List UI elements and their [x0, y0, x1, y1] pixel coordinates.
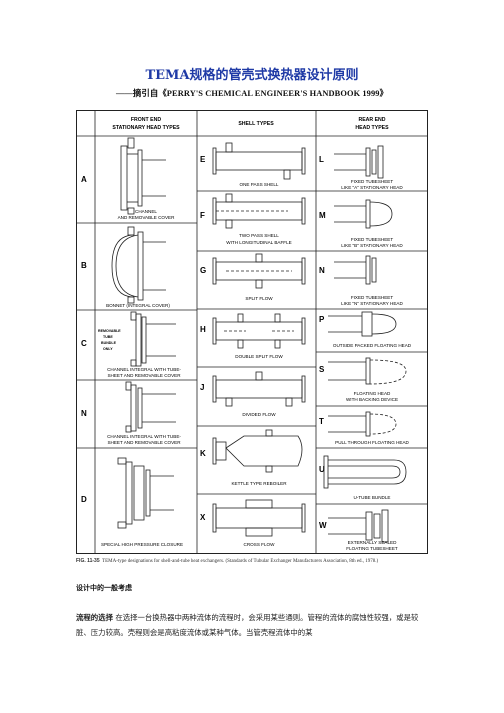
front-a-label-2: AND REMOVABLE COVER [118, 215, 176, 220]
rear-n-drawing [334, 255, 377, 285]
rear-m-label: FIXED TUBESHEET [351, 237, 393, 242]
figure-caption: FIG. 11-35 TEMA-type designations for sh… [76, 558, 428, 564]
rear-w-label-2: FLOATING TUBESHEET [346, 546, 398, 551]
paragraph-text: 在选择一台换热器中两种流体的流程时，会采用某些通则。管程的流体的腐蚀性较强，或是… [76, 613, 419, 637]
front-a-drawing [120, 137, 166, 215]
rear-u-label: U-TUBE BUNDLE [353, 495, 390, 500]
shell-f-label-2: WITH LONGITUDINAL BAFFLE [226, 240, 291, 245]
rear-p-label: OUTSIDE PACKED FLOATING HEAD [333, 343, 412, 348]
rear-letter-u: U [319, 465, 325, 474]
rear-letter-l: L [319, 155, 324, 164]
paragraph-lead: 流程的选择 [76, 613, 113, 622]
shell-k-label: KETTLE TYPE REBOILER [231, 481, 287, 486]
shell-j-label: DIVIDED FLOW [242, 412, 276, 417]
front-c-note-3: BUNDLE [101, 341, 117, 345]
section-paragraph: 流程的选择 在选择一台换热器中两种流体的流程时，会采用某些通则。管程的流体的腐蚀… [76, 610, 430, 640]
front-c-note: REMOVABLE [98, 329, 121, 333]
front-b-drawing [111, 226, 166, 304]
front-letter-n: N [81, 409, 87, 418]
front-n-drawing [125, 381, 176, 433]
front-c-drawing [130, 311, 176, 367]
rear-header-2: HEAD TYPES [355, 125, 389, 131]
rear-u-drawing [323, 455, 407, 489]
rear-s-drawing [328, 357, 407, 385]
section-heading: 设计中的一般考虑 [76, 583, 132, 592]
rear-w-drawing [328, 509, 389, 543]
tema-figure: FRONT END STATIONARY HEAD TYPES SHELL TY… [76, 110, 428, 554]
shell-h-drawing [212, 313, 306, 349]
front-d-label: SPECIAL HIGH PRESSURE CLOSURE [101, 542, 183, 547]
front-letter-a: A [81, 175, 87, 184]
rear-t-drawing [328, 411, 397, 437]
rear-s-label: FLOATING HEAD [354, 391, 391, 396]
shell-k-drawing [212, 429, 303, 473]
rear-letter-n: N [319, 266, 325, 275]
rear-letter-t: T [319, 417, 324, 426]
front-header-2: STATIONARY HEAD TYPES [112, 125, 180, 131]
front-letter-b: B [81, 261, 87, 270]
front-header: FRONT END [131, 117, 162, 123]
front-c-note-4: ONLY [103, 347, 113, 351]
front-n-label-2: SHEET AND REMOVABLE COVER [107, 440, 181, 445]
rear-w-label: EXTERNALLY SEALED [348, 540, 398, 545]
rear-l-drawing [334, 145, 384, 179]
rear-m-drawing [334, 199, 393, 229]
rear-letter-s: S [319, 365, 325, 374]
front-c-label-2: SHEET AND REMOVABLE COVER [107, 373, 181, 378]
shell-e-label: ONE PASS SHELL [240, 182, 279, 187]
rear-header: REAR END [358, 117, 385, 123]
rear-letter-m: M [319, 211, 326, 220]
caption-text: TEMA-type designations for shell-and-tub… [102, 559, 379, 564]
rear-l-label: FIXED TUBESHEET [351, 179, 393, 184]
rear-letter-p: P [319, 315, 325, 324]
shell-x-drawing [212, 499, 306, 537]
rear-p-drawing [328, 311, 397, 337]
rear-l-label-2: LIKE "A" STATIONARY HEAD [341, 185, 403, 190]
rear-t-label: PULL THROUGH FLOATING HEAD [335, 440, 409, 445]
rear-n-label-2: LIKE "N" STATIONARY HEAD [341, 301, 403, 306]
document-title: TEMA规格的管壳式换热器设计原则 [145, 68, 359, 83]
rear-s-label-2: WITH BACKING DEVICE [346, 397, 398, 402]
front-letter-d: D [81, 495, 87, 504]
shell-e-drawing [212, 142, 306, 180]
document-subtitle: ——摘引自《PERRY'S CHEMICAL ENGINEER'S HANDBO… [115, 89, 389, 98]
shell-letter-f: F [200, 211, 205, 220]
shell-g-label: SPLIT FLOW [245, 296, 273, 301]
shell-f-label: TWO PASS SHELL [239, 233, 279, 238]
rear-m-label-2: LIKE "B" STATIONARY HEAD [341, 243, 403, 248]
caption-figure-number: FIG. 11-35 [76, 558, 100, 564]
front-c-label: CHANNEL INTEGRAL WITH TUBE- [107, 367, 181, 372]
shell-x-label: CROSS FLOW [244, 542, 276, 547]
shell-letter-k: K [200, 449, 206, 458]
shell-letter-x: X [200, 513, 206, 522]
shell-j-drawing [212, 371, 306, 407]
shell-letter-g: G [200, 266, 206, 275]
front-n-label: CHANNEL INTEGRAL WITH TUBE- [107, 434, 181, 439]
front-c-note-2: TUBE [103, 335, 113, 339]
shell-h-label: DOUBLE SPLIT FLOW [235, 354, 283, 359]
rear-letter-w: W [319, 521, 327, 530]
front-a-label: CHANNEL [135, 209, 157, 214]
shell-letter-e: E [200, 155, 206, 164]
shell-g-drawing [212, 253, 306, 289]
rear-n-label: FIXED TUBESHEET [351, 295, 393, 300]
front-d-drawing [117, 457, 174, 529]
front-b-label: BONNET (INTEGRAL COVER) [106, 303, 170, 308]
shell-letter-h: H [200, 325, 206, 334]
shell-letter-j: J [200, 383, 204, 392]
front-letter-c: C [81, 339, 87, 348]
shell-f-drawing [212, 193, 306, 229]
shell-header: SHELL TYPES [238, 121, 274, 127]
